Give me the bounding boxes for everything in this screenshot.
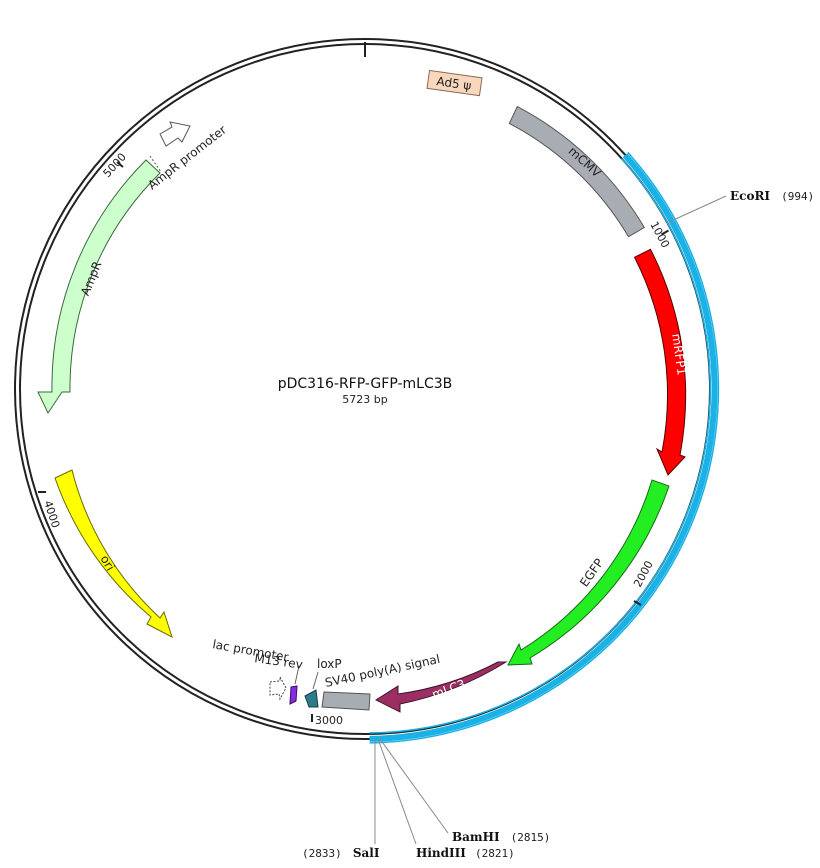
ad5-box xyxy=(426,69,483,97)
tick-mark-1000 xyxy=(661,229,669,236)
tick-label-3000: 3000 xyxy=(315,714,343,727)
egfp-arrow xyxy=(507,479,670,666)
insert-highlight xyxy=(369,151,720,744)
amprpromoter-arrow xyxy=(159,121,191,147)
tick-mark-5000 xyxy=(116,161,124,168)
mcmv-segment xyxy=(508,105,645,238)
mrfp1-arrow xyxy=(633,248,687,476)
ad5-label: Ad5 ψ xyxy=(436,74,473,93)
plasmid-size: 5723 bp xyxy=(342,393,387,406)
m13rev-label: M13 rev xyxy=(254,651,304,672)
loxp-label: loxP xyxy=(317,657,342,671)
ecori-text: EcoRI (994) xyxy=(730,185,814,204)
bamhi-name: BamHI xyxy=(452,830,500,844)
ecori-position: (994) xyxy=(781,190,814,203)
mlc3-label: mLC3 xyxy=(430,677,467,702)
sali-position: (2833) xyxy=(302,847,342,860)
bamhi-position: (2815) xyxy=(511,831,551,844)
loxp-leader xyxy=(312,671,319,690)
feature-mcmv[interactable]: mCMV xyxy=(508,105,645,238)
bamhi-leader xyxy=(379,738,449,834)
hindiii-position: (2821) xyxy=(475,847,515,860)
ori-arrow xyxy=(54,469,173,639)
site-bamhi[interactable]: BamHI (2815) xyxy=(379,738,550,845)
ori-label: ori xyxy=(97,553,117,574)
m13rev-leader xyxy=(294,665,300,685)
ecori-name: EcoRI xyxy=(730,189,770,203)
m13rev-arrow xyxy=(289,685,298,705)
tick-3000: 3000 xyxy=(311,714,343,727)
site-sali[interactable]: (2833) SalI xyxy=(302,739,380,861)
site-hindiii[interactable]: HindIII (2821) xyxy=(377,738,515,861)
ecori-leader xyxy=(668,195,727,223)
insert-highlight-arc-outer xyxy=(369,153,718,742)
feature-mrfp1[interactable]: mRFP1 xyxy=(633,248,689,476)
sv40-box xyxy=(321,691,371,711)
ampr-start-mark xyxy=(149,155,162,173)
feature-ad5[interactable]: Ad5 ψ xyxy=(426,69,483,97)
hindiii-leader xyxy=(377,738,417,845)
mrfp1-label: mRFP1 xyxy=(669,333,689,376)
site-ecori[interactable]: EcoRI (994) xyxy=(668,185,814,223)
ampr-arrow xyxy=(37,159,161,415)
feature-amprpromoter[interactable]: AmpR promoter xyxy=(145,121,229,193)
tick-mark-2000 xyxy=(633,600,642,606)
feature-ampr[interactable]: AmpR xyxy=(37,155,162,415)
feature-ori[interactable]: ori xyxy=(54,469,173,639)
feature-m13rev[interactable]: M13 rev xyxy=(254,651,304,705)
lacpromoter-label: lac promoter xyxy=(211,637,289,664)
plasmid-title: pDC316-RFP-GFP-mLC3B xyxy=(278,376,453,392)
feature-mlc3[interactable]: mLC3 xyxy=(374,661,508,713)
hindiii-text: HindIII (2821) xyxy=(416,842,515,861)
insert-highlight-edge-outer xyxy=(369,151,720,744)
hindiii-name: HindIII xyxy=(416,846,466,860)
feature-loxp[interactable]: loxP xyxy=(304,657,342,708)
lacpromoter-arrow xyxy=(269,676,287,701)
sali-name: SalI xyxy=(353,846,380,860)
loxp-arrow xyxy=(304,689,319,708)
sali-text: (2833) SalI xyxy=(302,842,380,861)
amprpromoter-label: AmpR promoter xyxy=(145,123,229,193)
mlc3-arrow xyxy=(374,661,508,713)
bamhi-text: BamHI (2815) xyxy=(452,826,550,845)
insert-highlight-edge-inner xyxy=(369,157,711,734)
